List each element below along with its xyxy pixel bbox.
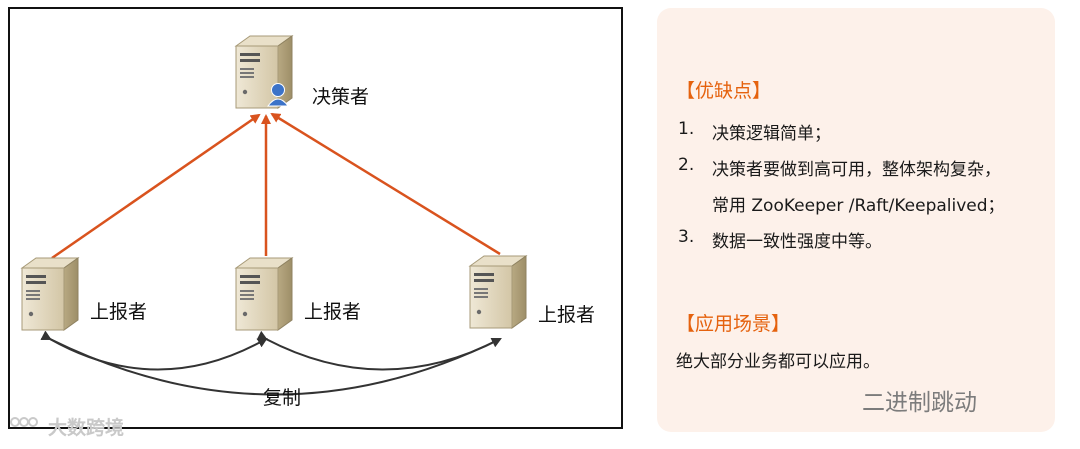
decider-server-icon [235, 35, 293, 109]
list-number: 3. [678, 227, 695, 247]
scenario-text: 绝大部分业务都可以应用。 [676, 352, 880, 372]
reporter-label: 上报者 [304, 301, 362, 323]
list-text: 数据一致性强度中等。 [712, 232, 882, 252]
replication-label: 复制 [263, 387, 302, 409]
list-text: 决策逻辑简单； [712, 124, 831, 144]
reporter-label: 上报者 [90, 301, 148, 323]
reporter-server-icon [469, 255, 527, 329]
list-number: 2. [678, 155, 695, 175]
watermark-left-text: 大数跨境 [48, 417, 125, 439]
reporter-server-icon [21, 257, 79, 331]
pros-cons-title: 【优缺点】 [676, 80, 772, 102]
report-arrow-right [270, 112, 501, 256]
list-text: 常用 ZooKeeper /Raft/Keepalived； [712, 196, 1005, 216]
list-text: 决策者要做到高可用，整体架构复杂， [712, 160, 1001, 180]
report-arrow-left [51, 113, 261, 260]
scenario-title: 【应用场景】 [676, 313, 791, 335]
reporter-label: 上报者 [538, 304, 596, 326]
info-panel [657, 8, 1055, 432]
watermark-right-text: 二进制跳动 [862, 390, 977, 416]
reporter-server-icon [235, 257, 293, 331]
replication-arrow-left-right [40, 330, 502, 396]
list-number: 1. [678, 119, 695, 139]
decider-label: 决策者 [312, 86, 370, 108]
watermark-logo-icon [10, 417, 38, 427]
